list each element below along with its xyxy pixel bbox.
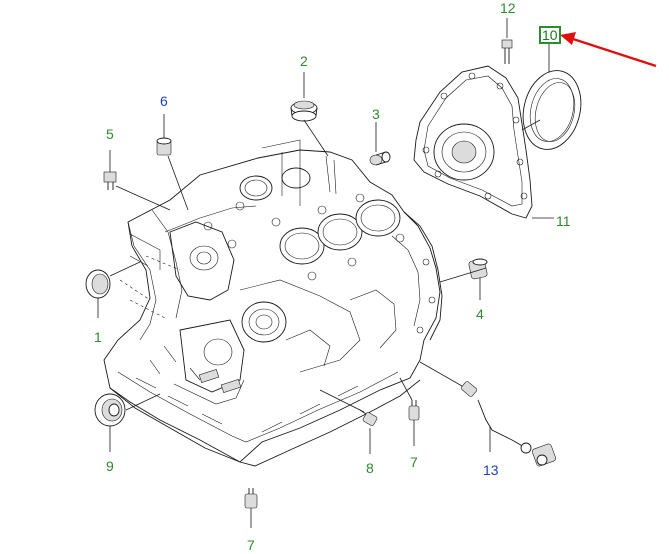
callout-10-highlighted[interactable]: 10 (539, 26, 561, 44)
dowel-pin[interactable] (468, 258, 488, 280)
oil-plug-bottom[interactable] (244, 488, 258, 509)
callout-7-bottom[interactable]: 7 (247, 537, 255, 553)
callout-2[interactable]: 2 (300, 53, 308, 69)
callout-9[interactable]: 9 (106, 458, 114, 474)
front-crank-seal[interactable] (94, 393, 126, 427)
highlight-arrow (560, 32, 657, 68)
callout-8[interactable]: 8 (366, 460, 374, 476)
rear-crank-seal[interactable] (515, 64, 589, 155)
callout-7-right[interactable]: 7 (410, 454, 418, 470)
cylinder-block (103, 139, 443, 467)
core-plug-side[interactable] (85, 269, 111, 299)
callout-4[interactable]: 4 (476, 306, 484, 322)
callout-1[interactable]: 1 (94, 329, 102, 345)
gallery-plug[interactable] (369, 151, 391, 166)
oil-jet[interactable] (359, 409, 378, 426)
core-plug-top[interactable] (290, 100, 318, 122)
rear-seal-housing[interactable] (413, 65, 533, 219)
drain-bolt-front[interactable] (103, 171, 117, 190)
callout-3[interactable]: 3 (372, 106, 380, 122)
callout-11[interactable]: 11 (556, 213, 571, 229)
leader-lines (97, 18, 554, 528)
callout-13[interactable]: 13 (483, 462, 499, 478)
oil-plug-right[interactable] (408, 400, 420, 421)
knock-sensor[interactable] (460, 381, 556, 467)
callout-12[interactable]: 12 (500, 0, 516, 16)
callout-5[interactable]: 5 (106, 126, 114, 142)
dowel-sleeve[interactable] (156, 137, 172, 156)
callout-6[interactable]: 6 (160, 93, 168, 109)
housing-bolt[interactable] (501, 39, 513, 64)
